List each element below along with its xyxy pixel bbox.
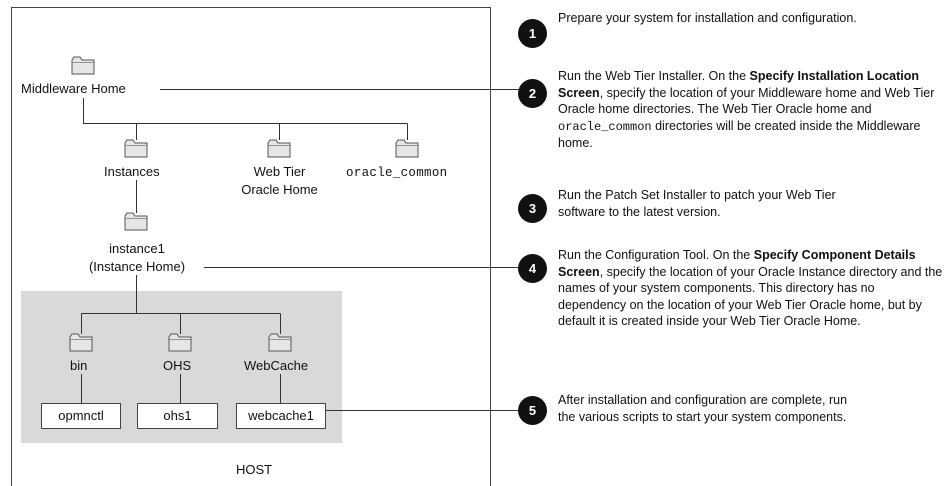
host-label: HOST [236,462,273,477]
middleware-home-folder-icon [71,56,95,75]
opmnctl-box: opmnctl [41,403,121,429]
outer-frame [11,7,491,486]
step-3-text: Run the Patch Set Installer to patch you… [558,187,858,220]
ohs-label: OHS [163,358,192,373]
step-text-run: Run the Web Tier Installer. On the [558,69,750,83]
step-text-run: Specify Installation Location Screen [558,69,920,100]
step-text-run: Run the Patch Set Installer to patch you… [558,188,836,219]
instances-folder-icon [124,139,148,158]
step-text-run: Prepare your system for installation and… [558,11,857,25]
instance1-folder-icon [124,212,148,231]
step-text-run: directories will be created inside the M… [558,118,921,151]
web-tier-oracle-home-folder-icon [267,139,291,158]
instance1-label-line1: instance1 [109,241,165,256]
step-5-text: After installation and configuration are… [558,392,848,425]
middleware-home-label: Middleware Home [21,81,126,96]
step-text-run: Specify Component Details Screen [558,248,916,279]
step-5-badge: 5 [518,396,547,425]
step-text-run: , specify the location of your Middlewar… [558,85,935,117]
oracle-common-folder-icon [395,139,419,158]
bin-label: bin [70,358,88,373]
bin-folder-icon [69,333,93,352]
step-text-run: oracle_common [558,119,652,134]
web-tier-label-line1: Web Tier [253,164,306,179]
step-2-badge: 2 [518,79,547,108]
web-tier-oracle-home-label: Web Tier Oracle Home [232,163,327,199]
ohs-folder-icon [168,333,192,352]
step-1-text: Prepare your system for installation and… [558,10,858,27]
instance1-label: instance1 (Instance Home) [84,240,190,276]
step-text-run: , specify the location of your Oracle In… [558,264,943,329]
webcache1-box: webcache1 [236,403,326,429]
web-tier-label-line2: Oracle Home [241,182,318,197]
step-1-badge: 1 [518,19,547,48]
webcache-folder-icon [268,333,292,352]
instance1-label-line2: (Instance Home) [88,259,186,274]
webcache-label: WebCache [244,358,309,373]
instances-label: Instances [104,164,160,179]
step-2-text: Run the Web Tier Installer. On the Speci… [558,68,943,152]
oracle-common-label: oracle_common [346,166,448,180]
step-4-text: Run the Configuration Tool. On the Speci… [558,247,943,330]
step-3-badge: 3 [518,194,547,223]
step-text-run: After installation and configuration are… [558,393,848,424]
ohs1-box: ohs1 [137,403,218,429]
step-4-badge: 4 [518,254,547,283]
step-text-run: Run the Configuration Tool. On the [558,248,754,262]
